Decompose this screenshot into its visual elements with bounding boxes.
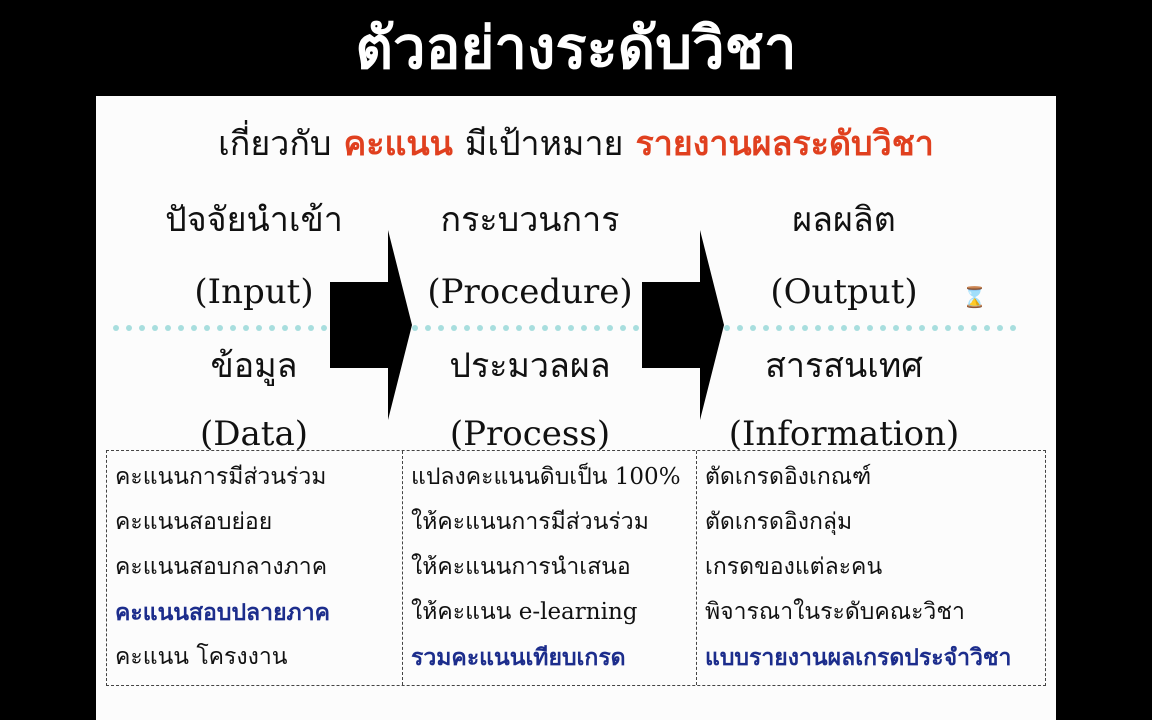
diagram-subtitle: เกี่ยวกับ คะแนน มีเป้าหมาย รายงานผลระดับวิช…	[96, 118, 1056, 170]
subtitle-part-2: มีเป้าหมาย	[464, 124, 624, 164]
column-output-sub-en: (Information)	[728, 414, 960, 454]
list-item: ให้คะแนน e-learning	[411, 599, 638, 625]
input-items-cell: คะแนนการมีส่วนร่วมคะแนนสอบย่อยคะแนนสอบกล…	[107, 451, 403, 685]
column-procedure-sub-en: (Process)	[449, 414, 611, 454]
list-item: ให้คะแนนการนำเสนอ	[411, 554, 631, 580]
diagram-panel: เกี่ยวกับ คะแนน มีเป้าหมาย รายงานผลระดับวิช…	[96, 96, 1056, 720]
column-input-heading-en: (Input)	[194, 272, 314, 312]
list-item: คะแนนสอบย่อย	[115, 509, 273, 535]
column-procedure-heading-th: กระบวนการ	[440, 200, 620, 240]
column-output-heading-th: ผลผลิต	[792, 200, 896, 240]
column-input-sub-en: (Data)	[200, 414, 308, 454]
list-item: ตัดเกรดอิงเกณฑ์	[705, 464, 872, 490]
list-item: คะแนนการมีส่วนร่วม	[115, 464, 327, 490]
arrow-right-icon	[330, 230, 412, 420]
list-item: แบบรายงานผลเกรดประจำวิชา	[705, 644, 1012, 671]
list-item: รวมคะแนนเทียบเกรด	[411, 644, 626, 671]
column-procedure-heading-en: (Procedure)	[427, 272, 633, 312]
column-output-sub-th: สารสนเทศ	[765, 346, 923, 386]
list-item: พิจารณาในระดับคณะวิชา	[705, 599, 965, 625]
subtitle-highlight-score: คะแนน	[343, 124, 453, 164]
list-item: แปลงคะแนนดิบเป็น 100%	[411, 464, 681, 490]
dotted-separator	[113, 325, 1016, 331]
page-title: ตัวอย่างระดับวิชา	[355, 14, 797, 82]
column-procedure-sub-th: ประมวลผล	[449, 346, 611, 386]
list-item: ให้คะแนนการมีส่วนร่วม	[411, 509, 649, 535]
column-input-heading-th: ปัจจัยนำเข้า	[165, 200, 343, 240]
list-item: คะแนน โครงงาน	[115, 644, 288, 670]
procedure-items-cell: แปลงคะแนนดิบเป็น 100% ให้คะแนนการมีส่วนร่…	[403, 451, 697, 685]
column-input-sub-th: ข้อมูล	[210, 346, 298, 386]
column-output-heading-en: (Output)	[770, 272, 918, 312]
list-item: คะแนนสอบกลางภาค	[115, 554, 328, 580]
arrow-right-icon	[642, 230, 724, 420]
output-items-cell: ตัดเกรดอิงเกณฑ์ตัดเกรดอิงกลุ่มเกรดของแต่…	[697, 451, 1045, 685]
subtitle-highlight-report: รายงานผลระดับวิชา	[635, 124, 934, 164]
list-item: คะแนนสอบปลายภาค	[115, 599, 331, 626]
details-grid: คะแนนการมีส่วนร่วมคะแนนสอบย่อยคะแนนสอบกล…	[106, 450, 1046, 686]
subtitle-part-1: เกี่ยวกับ	[218, 124, 332, 164]
list-item: เกรดของแต่ละคน	[705, 554, 883, 580]
hourglass-icon: ⌛	[962, 285, 987, 309]
list-item: ตัดเกรดอิงกลุ่ม	[705, 509, 853, 535]
